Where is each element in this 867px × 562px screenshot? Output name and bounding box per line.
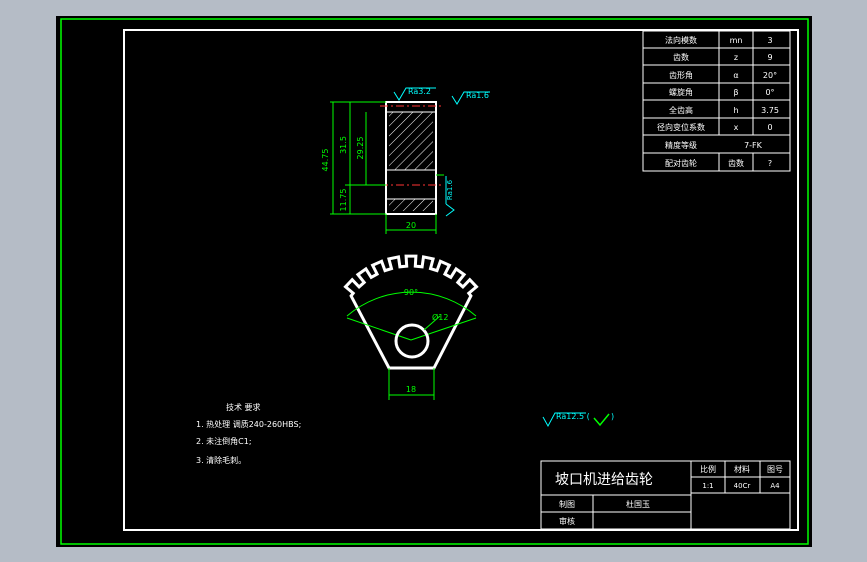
param-name: 配对齿轮 bbox=[665, 158, 697, 168]
param-value: 0 bbox=[767, 123, 772, 132]
param-value: ? bbox=[768, 159, 772, 168]
dim-width: 20 bbox=[406, 221, 416, 230]
dim-overall: 44.75 bbox=[321, 149, 330, 172]
roughness-label: Ra1.6 bbox=[446, 179, 454, 200]
tech-title: 技术 要求 bbox=[226, 402, 261, 412]
param-value: 3.75 bbox=[761, 106, 779, 115]
param-name: 径向变位系数 bbox=[657, 122, 705, 132]
roughness-close-paren: ) bbox=[611, 412, 614, 421]
param-symbol: x bbox=[734, 123, 739, 132]
param-name: 全齿高 bbox=[669, 105, 693, 115]
bottom-dimension bbox=[388, 368, 435, 400]
side-dimensions bbox=[330, 101, 444, 234]
parameter-table bbox=[642, 30, 791, 172]
general-roughness-label: Ra12.5 ( bbox=[556, 412, 590, 421]
param-symbol: 齿数 bbox=[728, 158, 744, 168]
dim-lower: 11.75 bbox=[339, 189, 348, 212]
title-block bbox=[540, 460, 791, 530]
param-value: 9 bbox=[767, 53, 772, 62]
tech-item: 2. 未注倒角C1; bbox=[196, 436, 252, 446]
general-roughness: Ra12.5 ( ) bbox=[542, 412, 614, 428]
angle-arc bbox=[346, 291, 477, 317]
hatch-upper bbox=[389, 112, 433, 170]
title-block-text: 坡口机进给齿轮 比例 材料 图号 1:1 40Cr A4 制图 杜国玉 审核 bbox=[555, 464, 783, 526]
outer-frame bbox=[60, 18, 809, 545]
scale-value: 1:1 bbox=[702, 482, 713, 490]
roughness-label: Ra3.2 bbox=[408, 87, 431, 96]
inner-border bbox=[123, 29, 799, 531]
angle-label: 90° bbox=[404, 288, 418, 297]
param-value: 20° bbox=[763, 71, 777, 80]
param-symbol: h bbox=[733, 106, 738, 115]
drawn-by-label: 制图 bbox=[559, 499, 575, 509]
param-value: 0° bbox=[765, 88, 774, 97]
param-name: 齿形角 bbox=[669, 70, 693, 80]
dim-bottom: 18 bbox=[406, 385, 416, 394]
drawing-no-label: 图号 bbox=[767, 465, 783, 474]
gear-section-outline bbox=[385, 101, 437, 215]
dim-inner: 29.25 bbox=[356, 137, 365, 160]
sector-gear-outline bbox=[343, 254, 479, 370]
drawn-by-value: 杜国玉 bbox=[626, 499, 650, 509]
sheet-background bbox=[56, 16, 812, 547]
tech-item: 3. 清除毛刺。 bbox=[196, 455, 246, 465]
roughness-symbols-side bbox=[393, 87, 490, 217]
checked-by-label: 审核 bbox=[559, 516, 575, 526]
material-label: 材料 bbox=[734, 464, 750, 474]
material-value: 40Cr bbox=[734, 482, 751, 490]
dim-upper: 31.5 bbox=[339, 136, 348, 154]
param-name: 法向模数 bbox=[665, 35, 697, 45]
roughness-label: Ra1.6 bbox=[466, 91, 489, 100]
drawing-no-value: A4 bbox=[770, 482, 780, 490]
bore-circle bbox=[394, 323, 430, 359]
param-symbol: mn bbox=[730, 36, 743, 45]
param-symbol: β bbox=[733, 88, 738, 97]
tech-requirements: 技术 要求 1. 热处理 调质240-260HBS; 2. 未注倒角C1; 3.… bbox=[196, 402, 301, 465]
bore-label: Ø12 bbox=[432, 312, 448, 322]
param-symbol: α bbox=[733, 71, 738, 80]
scale-label: 比例 bbox=[700, 464, 716, 474]
param-symbol: z bbox=[734, 53, 738, 62]
hatch-lower bbox=[389, 199, 433, 211]
param-value: 3 bbox=[767, 36, 772, 45]
param-name: 螺旋角 bbox=[669, 87, 693, 97]
part-name: 坡口机进给齿轮 bbox=[555, 472, 653, 488]
check-icon bbox=[593, 413, 610, 427]
side-section-view: 44.75 31.5 29.25 11.75 20 Ra3.2 Ra1.6 Ra… bbox=[321, 87, 490, 234]
front-gear-view: 90° Ø12 18 bbox=[343, 254, 479, 400]
parameter-table-text: 法向模数 mn 3 齿数 z 9 齿形角 α 20° 螺旋角 β 0° 全齿高 … bbox=[657, 35, 779, 168]
tech-item: 1. 热处理 调质240-260HBS; bbox=[196, 419, 301, 429]
param-name: 精度等级 bbox=[665, 140, 697, 150]
param-value: 7-FK bbox=[744, 141, 763, 150]
param-name: 齿数 bbox=[673, 52, 689, 62]
